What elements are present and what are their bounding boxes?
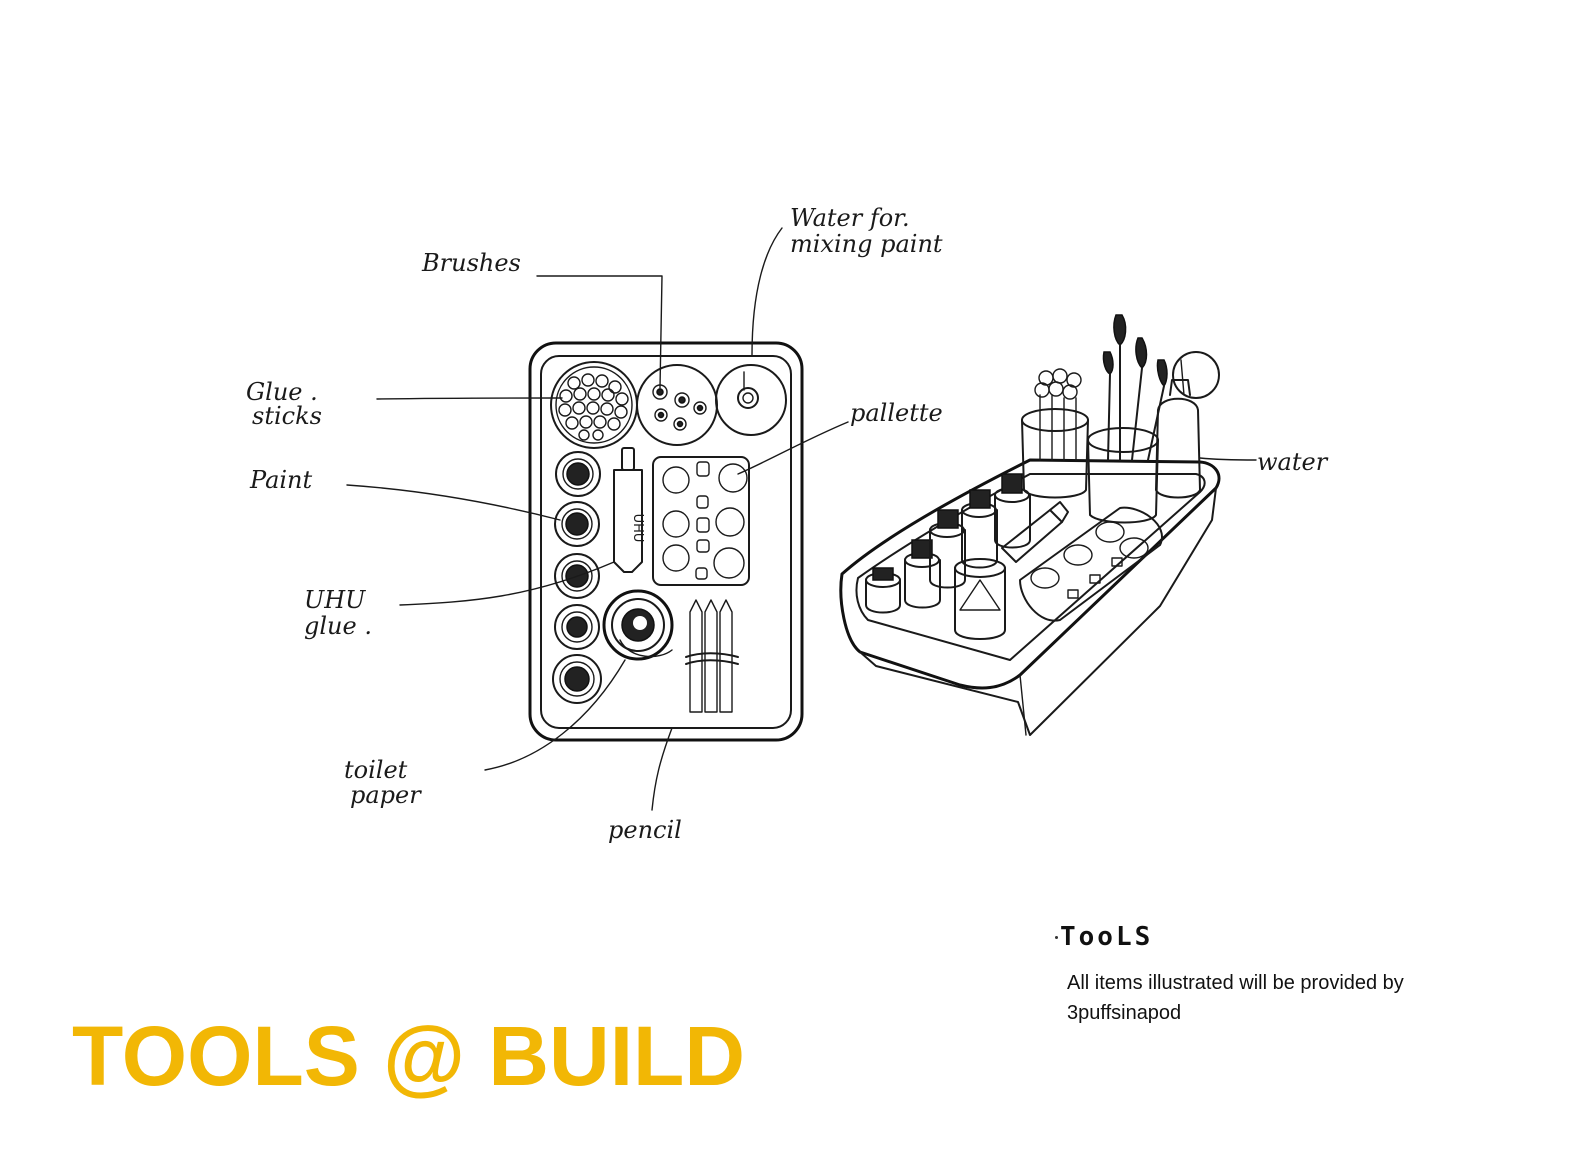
water-bottle bbox=[1155, 351, 1220, 499]
uhu-tube-perspective bbox=[1001, 501, 1069, 563]
label-water: water bbox=[1257, 448, 1329, 476]
label-toilet-paper-line1: toilet bbox=[344, 756, 408, 784]
label-toilet-paper-line2: paper bbox=[350, 781, 422, 809]
tray-leader-lines bbox=[346, 227, 849, 811]
brush-cups bbox=[1021, 314, 1168, 524]
paint-bottles bbox=[865, 473, 1031, 614]
tray-perspective-view: water bbox=[839, 314, 1329, 736]
label-pallette: pallette bbox=[850, 399, 943, 427]
label-water-mixing-line2: mixing paint bbox=[790, 230, 943, 258]
water-container bbox=[715, 364, 787, 436]
uhu-tube-brand: UHU bbox=[630, 514, 645, 543]
page-title: TOOLS @ BUILD bbox=[72, 1009, 746, 1103]
tray-labels: Brushes Water for. mixing paint Glue . s… bbox=[246, 204, 943, 844]
label-glue-sticks-line1: Glue . bbox=[246, 378, 318, 406]
label-pencil: pencil bbox=[608, 816, 682, 844]
label-uhu-glue-line1: UHU bbox=[304, 586, 366, 614]
glue-sticks-container bbox=[550, 361, 638, 449]
brushes-container bbox=[636, 364, 718, 446]
pallette-perspective bbox=[1019, 506, 1163, 622]
label-uhu-glue-line2: glue . bbox=[304, 612, 372, 640]
pencils bbox=[685, 599, 739, 713]
label-glue-sticks-line2: sticks bbox=[252, 402, 322, 430]
tray-top-view: UHU bbox=[528, 341, 804, 742]
label-water-mixing-line1: Water for. bbox=[790, 204, 910, 232]
paint-can bbox=[954, 558, 1006, 640]
toilet-paper-roll bbox=[602, 589, 674, 661]
caption-text: All items illustrated will be provided b… bbox=[1067, 972, 1404, 1024]
label-brushes: Brushes bbox=[421, 249, 521, 277]
caption-title: TooLS bbox=[1054, 922, 1154, 952]
pallette bbox=[652, 456, 750, 586]
label-paint: Paint bbox=[249, 466, 313, 494]
paint-pots bbox=[552, 451, 602, 704]
uhu-glue-tube: UHU bbox=[613, 447, 645, 573]
